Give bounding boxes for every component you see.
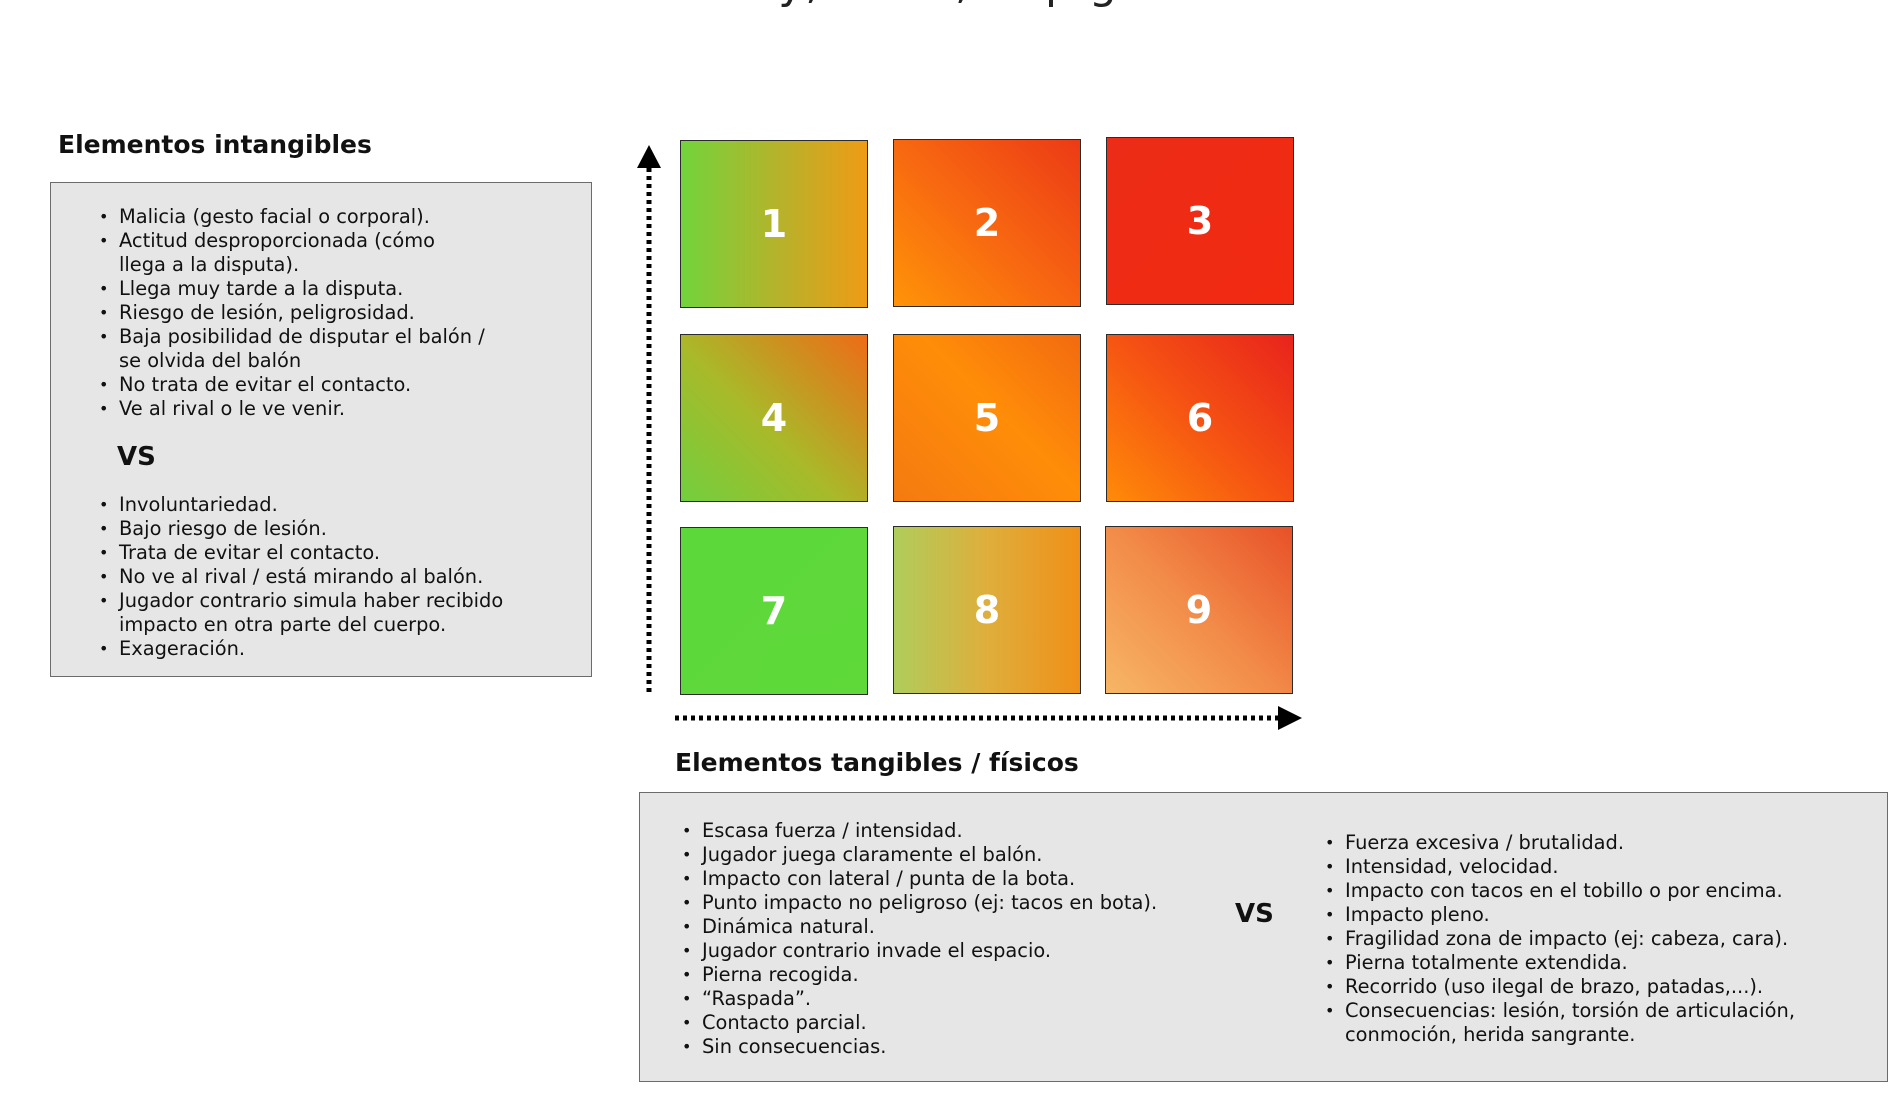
grid-cell-5: 5 [893, 334, 1081, 502]
grid-cell-number: 7 [760, 589, 788, 633]
list-item: Riesgo de lesión, peligrosidad. [97, 301, 487, 325]
list-item: Malicia (gesto facial o corporal). [97, 205, 487, 229]
list-item: No ve al rival / está mirando al balón. [97, 565, 557, 589]
list-item: Jugador contrario invade el espacio. [680, 939, 1220, 963]
cut-off-top-text: y, ... ... , ... p g [0, 0, 1896, 9]
tangible-list-aggravating: Fuerza excesiva / brutalidad.Intensidad,… [1323, 831, 1843, 1047]
grid-cell-1: 1 [680, 140, 868, 308]
grid-cell-number: 3 [1186, 199, 1214, 243]
list-item: Fuerza excesiva / brutalidad. [1323, 831, 1843, 855]
grid-cell-number: 6 [1186, 396, 1214, 440]
list-item: Escasa fuerza / intensidad. [680, 819, 1220, 843]
intangible-list-mitigating: Involuntariedad.Bajo riesgo de lesión.Tr… [97, 493, 557, 661]
grid-cell-number: 2 [973, 201, 1001, 245]
intangible-vs-label: VS [117, 442, 156, 472]
tangible-vs-label: VS [1235, 899, 1274, 929]
list-item: Consecuencias: lesión, torsión de articu… [1323, 999, 1843, 1047]
grid-cell-number: 1 [760, 202, 788, 246]
list-item: Dinámica natural. [680, 915, 1220, 939]
list-item: Jugador juega claramente el balón. [680, 843, 1220, 867]
list-item: Jugador contrario simula haber recibido … [97, 589, 557, 637]
list-item: Ve al rival o le ve venir. [97, 397, 487, 421]
list-item: Impacto con tacos en el tobillo o por en… [1323, 879, 1843, 903]
grid-cell-7: 7 [680, 527, 868, 695]
list-item: Sin consecuencias. [680, 1035, 1220, 1059]
list-item: Bajo riesgo de lesión. [97, 517, 557, 541]
list-item: Involuntariedad. [97, 493, 557, 517]
list-item: Impacto con lateral / punta de la bota. [680, 867, 1220, 891]
list-item: Llega muy tarde a la disputa. [97, 277, 487, 301]
intangible-panel: Malicia (gesto facial o corporal).Actitu… [50, 182, 592, 677]
list-item: Impacto pleno. [1323, 903, 1843, 927]
grid-cell-number: 9 [1185, 588, 1213, 632]
grid-cell-3: 3 [1106, 137, 1294, 305]
list-item: Punto impacto no peligroso (ej: tacos en… [680, 891, 1220, 915]
list-item: Recorrido (uso ilegal de brazo, patadas,… [1323, 975, 1843, 999]
intangible-list-aggravating: Malicia (gesto facial o corporal).Actitu… [97, 205, 487, 421]
list-item: Baja posibilidad de disputar el balón / … [97, 325, 487, 373]
intangible-heading: Elementos intangibles [58, 130, 372, 159]
grid-cell-8: 8 [893, 526, 1081, 694]
list-item: No trata de evitar el contacto. [97, 373, 487, 397]
grid-cell-number: 4 [760, 396, 788, 440]
grid-cell-6: 6 [1106, 334, 1294, 502]
list-item: Actitud desproporcionada (cómo llega a l… [97, 229, 487, 277]
list-item: Pierna totalmente extendida. [1323, 951, 1843, 975]
list-item: Trata de evitar el contacto. [97, 541, 557, 565]
list-item: Fragilidad zona de impacto (ej: cabeza, … [1323, 927, 1843, 951]
grid-cell-2: 2 [893, 139, 1081, 307]
list-item: Pierna recogida. [680, 963, 1220, 987]
tangible-list-mitigating: Escasa fuerza / intensidad.Jugador juega… [680, 819, 1220, 1059]
grid-cell-number: 5 [973, 396, 1001, 440]
tangible-heading: Elementos tangibles / físicos [675, 748, 1079, 777]
tangible-panel: Escasa fuerza / intensidad.Jugador juega… [639, 792, 1888, 1082]
grid-cell-9: 9 [1105, 526, 1293, 694]
list-item: Contacto parcial. [680, 1011, 1220, 1035]
grid-cell-4: 4 [680, 334, 868, 502]
grid-cell-number: 8 [973, 588, 1001, 632]
list-item: “Raspada”. [680, 987, 1220, 1011]
horizontal-axis-arrow [675, 706, 1302, 730]
list-item: Exageración. [97, 637, 557, 661]
vertical-axis-arrow [637, 145, 661, 695]
list-item: Intensidad, velocidad. [1323, 855, 1843, 879]
